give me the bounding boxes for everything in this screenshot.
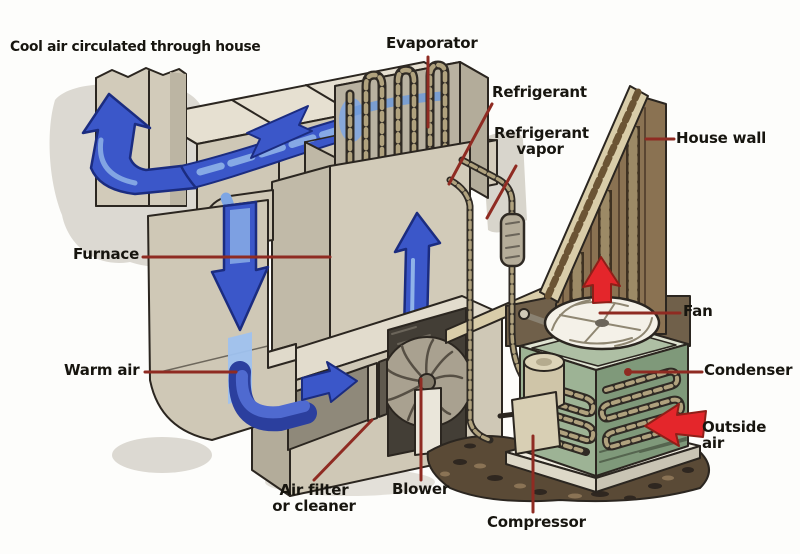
refrigerant-leader bbox=[447, 102, 494, 186]
label-outside-air-line1: Outside bbox=[702, 418, 767, 436]
warm-air-return-down-arrow bbox=[210, 200, 270, 332]
label-outside-air: Outside air bbox=[702, 419, 766, 451]
cool-air-duct-arrow bbox=[246, 105, 313, 159]
label-condenser: Condenser bbox=[704, 361, 793, 379]
condenser-fan bbox=[518, 295, 661, 351]
warm-air-into-furnace-arrow bbox=[301, 361, 358, 403]
warm-air-return-flow bbox=[210, 200, 358, 432]
furnace-supply-up-arrow bbox=[393, 211, 442, 334]
label-refrigerant-vapor: Refrigerant vapor bbox=[494, 124, 589, 158]
label-outside-air-line2: air bbox=[702, 434, 725, 452]
air-filter-leader bbox=[312, 418, 374, 482]
label-warm-air: Warm air bbox=[64, 361, 140, 379]
label-evaporator: Evaporator bbox=[386, 34, 478, 52]
hot-air-exhaust-up-arrow bbox=[582, 256, 621, 304]
label-fan: Fan bbox=[683, 302, 713, 320]
label-air-filter-line2: or cleaner bbox=[272, 497, 356, 515]
label-air-filter-line1: Air filter bbox=[279, 481, 349, 499]
label-compressor: Compressor bbox=[487, 513, 586, 531]
refrigerant-vapor-leader bbox=[485, 164, 518, 220]
label-refrigerant-vapor-line2: vapor bbox=[516, 140, 564, 158]
compressor-unit bbox=[497, 352, 565, 455]
filter-drier bbox=[499, 212, 526, 268]
label-refrigerant-vapor-line1: Refrigerant bbox=[494, 124, 589, 142]
leader-lines bbox=[141, 55, 704, 514]
refrigerant-lines bbox=[446, 156, 552, 444]
label-furnace: Furnace bbox=[73, 245, 140, 263]
label-house-wall: House wall bbox=[676, 129, 767, 147]
label-cool-air: Cool air circulated through house bbox=[10, 39, 261, 55]
label-air-filter: Air filter or cleaner bbox=[258, 482, 370, 514]
label-blower: Blower bbox=[392, 480, 450, 498]
label-refrigerant: Refrigerant bbox=[492, 83, 587, 101]
air-filter-panel bbox=[367, 362, 378, 422]
outside-air-left-arrow bbox=[644, 403, 707, 447]
cool-air-riser-arrow bbox=[81, 92, 198, 196]
